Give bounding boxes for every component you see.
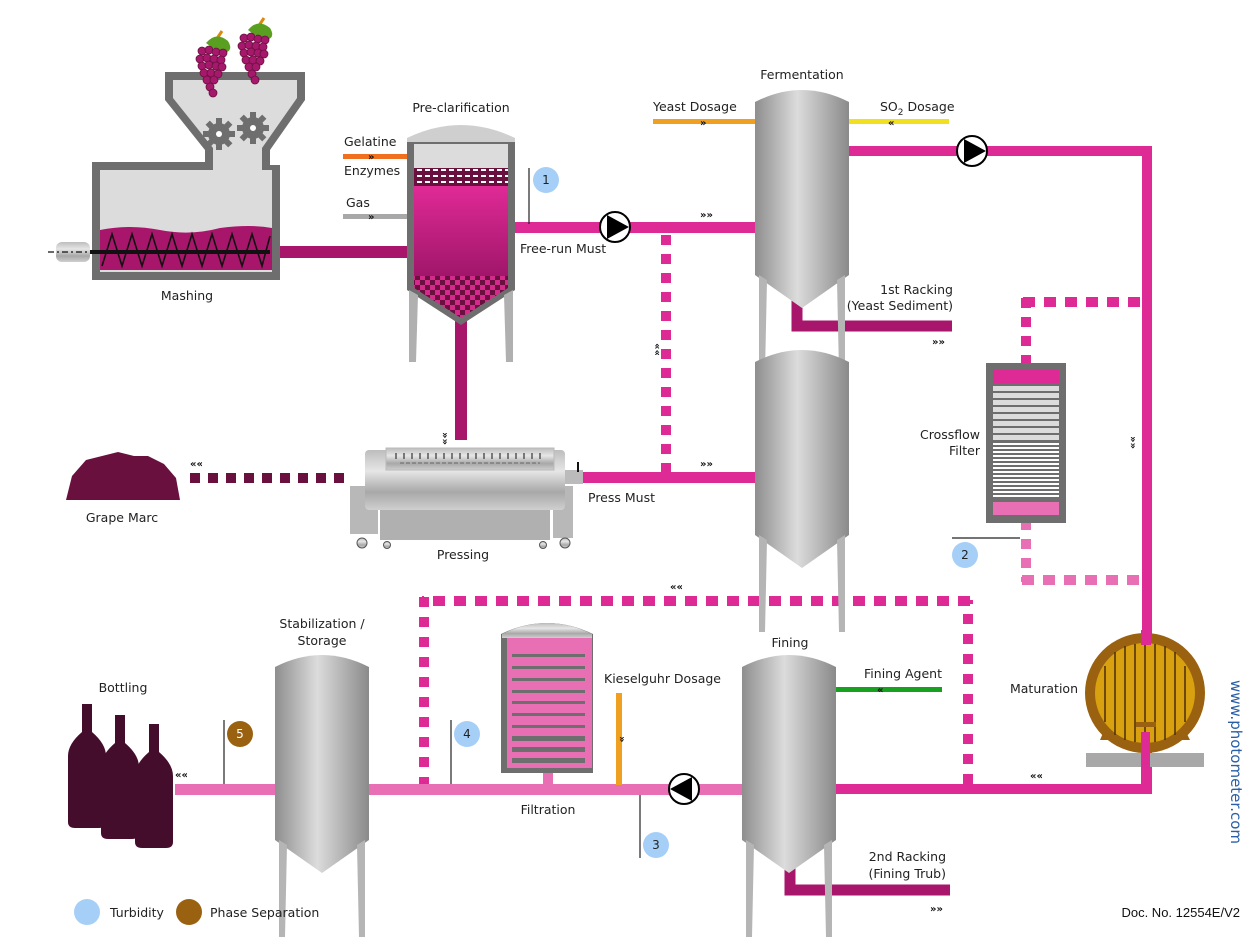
flow-arrow-left: «« [670, 582, 683, 593]
flow-arrow-right: » [368, 152, 374, 163]
stage-label-mashing: Mashing [161, 288, 213, 303]
stage-label-fining: Fining [771, 635, 808, 650]
pump-icon [956, 135, 988, 167]
stream-label-enzymes: Enzymes [344, 163, 400, 178]
stream-label-gas: Gas [346, 195, 370, 210]
mashing-machine [48, 72, 305, 280]
maturation-barrel [1085, 630, 1205, 792]
turbidity-marker [454, 721, 480, 747]
pipe-fermentation-out [847, 146, 1152, 156]
pipe-preclar-press [455, 308, 467, 440]
bottle-icon [68, 704, 106, 828]
stream-label-fining-agent: Fining Agent [864, 666, 942, 681]
pipe-gas [343, 214, 409, 219]
stream-label-2nd-racking: 2nd Racking [869, 849, 946, 864]
pipe-filtered-wine [175, 784, 745, 795]
stage-label-filtration: Filtration [521, 802, 576, 817]
bottle-icon [101, 715, 139, 839]
flow-arrow-right: »» [930, 904, 943, 915]
measuring-point-4[interactable]: 4 [454, 721, 480, 747]
preclarification-tank [407, 125, 515, 362]
measuring-point-number: 2 [961, 548, 969, 562]
pipe-kieselguhr [616, 693, 622, 785]
gear-icon [203, 118, 235, 150]
pipe-so2 [847, 119, 949, 124]
stream-label-gelatine: Gelatine [344, 134, 397, 149]
measuring-point-number: 3 [652, 838, 660, 852]
stage-label-filter: Filter [949, 443, 981, 458]
pump-icon [668, 773, 700, 805]
pipe-free-run-must [515, 222, 758, 233]
stage-label-pressing: Pressing [437, 547, 489, 562]
pipe-yeast [653, 119, 757, 124]
crossflow-filter [986, 363, 1066, 523]
grape-marc-pile [66, 452, 180, 500]
pipe-press-must [582, 472, 758, 483]
press-must-tank [755, 350, 849, 632]
stream-label-fining-trub: (Fining Trub) [868, 866, 946, 881]
stage-label-stabilization: Stabilization / [279, 616, 365, 631]
measuring-point-number: 5 [236, 727, 244, 741]
legend-turbidity-label: Turbidity [109, 905, 165, 920]
stage-label-preclarification: Pre-clarification [412, 100, 509, 115]
pipe-fining-agent [835, 687, 942, 692]
flow-arrow-left: «« [1030, 771, 1043, 782]
press-machine [350, 447, 583, 549]
legend-phase-label: Phase Separation [210, 905, 319, 920]
measuring-point-2[interactable]: 2 [952, 542, 978, 568]
measuring-point-5[interactable]: 5 [227, 721, 253, 747]
flow-arrow-down: »» [1127, 436, 1138, 449]
bottle-icon [135, 724, 173, 848]
turbidity-marker [643, 832, 669, 858]
stage-label-grape-marc: Grape Marc [86, 510, 158, 525]
stabilization-tank [275, 655, 369, 937]
pipe-gelatine [343, 154, 409, 159]
phase-separation-marker [227, 721, 253, 747]
stream-label-yeast-sediment: (Yeast Sediment) [847, 298, 953, 313]
stream-label-free-run-must: Free-run Must [520, 241, 606, 256]
turbidity-marker [533, 167, 559, 193]
stream-label-so2-dosage: SO2 Dosage [880, 99, 955, 118]
stream-label-press-must: Press Must [588, 490, 655, 505]
doc-number: Doc. No. 12554E/V2 [1121, 905, 1240, 920]
turbidity-marker [952, 542, 978, 568]
pipe-maturation-fining [834, 784, 1152, 794]
stage-label-maturation: Maturation [1010, 681, 1078, 696]
flow-arrow-right: »» [700, 210, 713, 221]
pipe-mash [270, 246, 410, 258]
flow-arrow-right: » [368, 212, 374, 223]
flow-arrow-down: » [616, 736, 627, 742]
pump-icon [599, 211, 631, 243]
legend-turbidity-swatch [74, 899, 100, 925]
website-link[interactable]: www.photometer.com [1227, 680, 1245, 844]
flow-arrow-left: «« [175, 770, 188, 781]
measuring-point-number: 1 [542, 173, 550, 187]
stage-label-bottling: Bottling [99, 680, 148, 695]
stage-label-crossflow: Crossflow [920, 427, 980, 442]
flow-arrow-right: »» [932, 337, 945, 348]
stream-label-kieselguhr: Kieselguhr Dosage [604, 671, 721, 686]
measuring-point-1[interactable]: 1 [533, 167, 559, 193]
flow-arrow-right: »» [700, 459, 713, 470]
measuring-point-number: 4 [463, 727, 471, 741]
stream-label-1st-racking: 1st Racking [880, 282, 953, 297]
stage-label-fermentation: Fermentation [760, 67, 843, 82]
flow-arrow-down: »» [439, 432, 450, 445]
legend: Turbidity Phase Separation [74, 899, 319, 925]
flow-arrow-up: »» [652, 343, 663, 356]
kieselguhr-filter [501, 623, 593, 787]
flow-arrow-left: « [888, 118, 894, 129]
legend-phase-swatch [176, 899, 202, 925]
flow-arrow-right: » [700, 118, 706, 129]
flow-arrow-left: «« [190, 459, 203, 470]
gear-icon [237, 112, 269, 144]
flow-arrow-left: « [877, 685, 883, 696]
measuring-point-3[interactable]: 3 [643, 832, 669, 858]
stream-label-yeast-dosage: Yeast Dosage [652, 99, 737, 114]
stage-label-storage: Storage [298, 633, 347, 648]
pipe-right-trunk [1142, 146, 1152, 646]
